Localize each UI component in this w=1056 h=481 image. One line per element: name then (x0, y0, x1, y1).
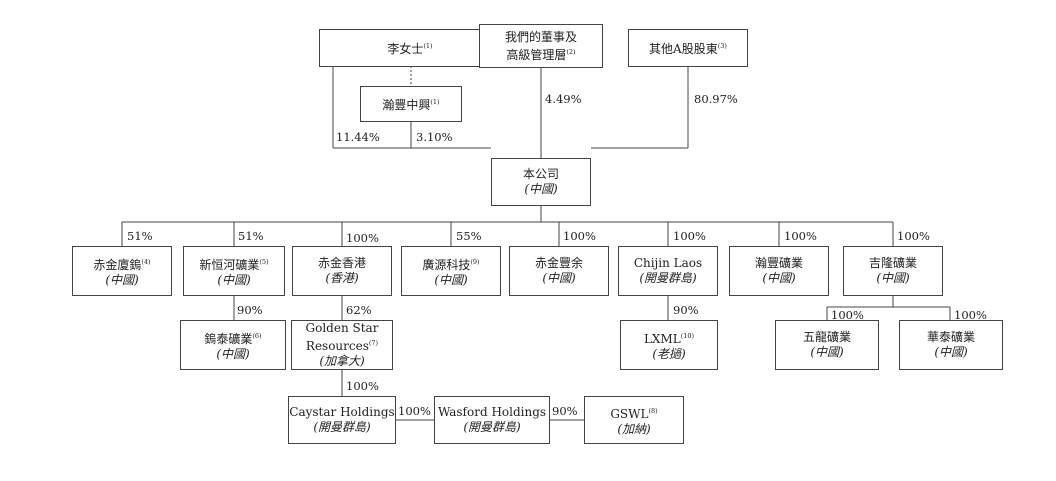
stake-other-a: 80.97% (694, 92, 738, 106)
node-caystar: Caystar Holdings (開曼群島) (288, 396, 396, 444)
node-xinhenghe: 新恒河礦業(5) (中國) (183, 246, 285, 296)
node-hanfeng-zhongxing: 瀚豐中興(1) (360, 86, 462, 122)
node-jilong: 吉隆礦業 (中國) (843, 246, 943, 296)
stake-golden-star: 62% (346, 303, 372, 317)
stake-hanfeng-mining: 100% (784, 229, 817, 243)
node-chijin-fengyu: 赤金豐余 (中國) (509, 246, 609, 296)
node-ms-li: 李女士(1) (319, 29, 501, 67)
stake-chijin-fengyu: 100% (563, 229, 596, 243)
node-company: 本公司 (中國) (491, 158, 591, 206)
stake-chijin-laos: 100% (673, 229, 706, 243)
stake-gswl: 90% (552, 404, 578, 418)
stake-chijin-hk: 100% (346, 231, 379, 245)
node-golden-star: Golden Star Resources(7) (加拿大) (291, 320, 393, 370)
stake-xinhenghe: 51% (238, 229, 264, 243)
stake-wutai: 90% (237, 303, 263, 317)
stake-hanfeng: 3.10% (416, 130, 453, 144)
node-guangyuan: 廣源科技(9) (中國) (401, 246, 501, 296)
node-directors: 我們的董事及 高級管理層(2) (479, 24, 603, 68)
stake-jilong: 100% (897, 229, 930, 243)
stake-chijin-xiawu: 51% (127, 229, 153, 243)
node-lxml: LXML(10) (老撾) (620, 320, 718, 370)
node-other-a: 其他A股股東(3) (628, 29, 748, 67)
node-chijin-hk: 赤金香港 (香港) (292, 246, 392, 296)
node-wulong: 五龍礦業 (中國) (775, 320, 879, 370)
node-wasford: Wasford Holdings (開曼群島) (434, 396, 550, 444)
stake-huatai: 100% (954, 308, 987, 322)
stake-directors: 4.49% (545, 92, 582, 106)
node-huatai: 華泰礦業 (中國) (899, 320, 1003, 370)
stake-caystar: 100% (346, 379, 379, 393)
stake-wasford: 100% (398, 404, 431, 418)
node-chijin-xiawu: 赤金廈鎢(4) (中國) (72, 246, 172, 296)
node-hanfeng-mining: 瀚豐礦業 (中國) (729, 246, 829, 296)
stake-guangyuan: 55% (456, 229, 482, 243)
stake-wulong: 100% (831, 308, 864, 322)
stake-ms-li: 11.44% (336, 130, 380, 144)
stake-lxml: 90% (673, 303, 699, 317)
node-chijin-laos: Chijin Laos (開曼群島) (618, 246, 718, 296)
node-gswl: GSWL(8) (加納) (584, 396, 684, 444)
node-wutai: 鎢泰礦業(6) (中國) (180, 320, 286, 370)
